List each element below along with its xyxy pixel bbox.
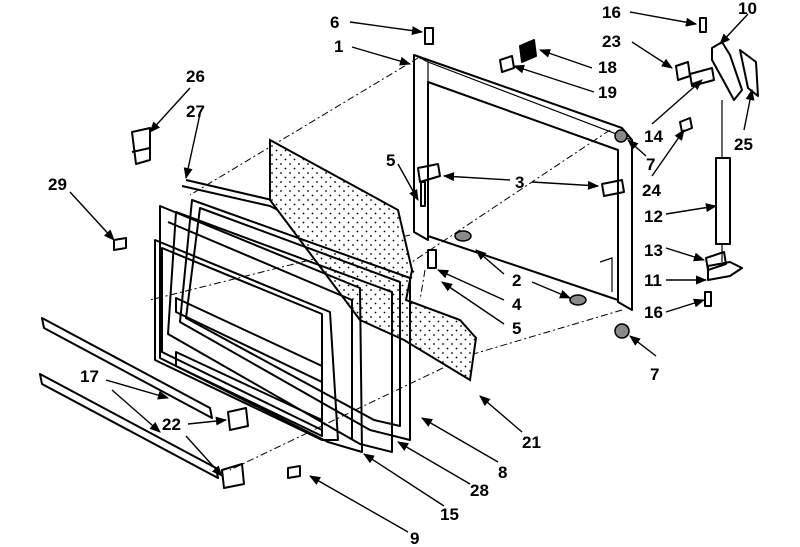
callout-11: 11 — [644, 271, 662, 290]
leader-lines — [69, 11, 755, 533]
callout-2: 2 — [512, 271, 521, 290]
callout-29: 29 — [48, 175, 67, 194]
callout-23: 23 — [602, 32, 621, 51]
callout-labels: 6 1 16 10 23 18 19 26 27 14 25 7 24 5 3 … — [48, 0, 757, 547]
callout-16-bottom: 16 — [644, 303, 663, 322]
callout-21: 21 — [522, 433, 541, 452]
callout-5-bottom: 5 — [512, 319, 521, 338]
door-frame — [413, 27, 633, 339]
callout-9: 9 — [410, 529, 419, 547]
callout-12: 12 — [644, 207, 663, 226]
callout-8: 8 — [498, 463, 507, 482]
hinge-assembly — [675, 17, 759, 307]
callout-7-bottom: 7 — [650, 365, 659, 384]
callout-4: 4 — [512, 295, 522, 314]
outer-door — [159, 205, 363, 453]
callout-19: 19 — [598, 83, 617, 102]
callout-1: 1 — [334, 37, 343, 56]
callout-3: 3 — [515, 173, 524, 192]
callout-7-top: 7 — [646, 155, 655, 174]
callout-10: 10 — [738, 0, 757, 18]
callout-5-top: 5 — [386, 151, 395, 170]
callout-25: 25 — [734, 135, 753, 154]
door-shelf-trims — [39, 317, 301, 489]
inner-door-liner — [154, 239, 339, 441]
label-decals — [499, 39, 537, 73]
callout-18: 18 — [598, 58, 617, 77]
callout-14: 14 — [644, 127, 663, 146]
door-liner-panel — [269, 138, 478, 382]
callout-17: 17 — [80, 367, 99, 386]
door-stop-bracket — [113, 127, 151, 251]
callout-27: 27 — [186, 102, 205, 121]
callout-28: 28 — [470, 481, 489, 500]
callout-26: 26 — [186, 67, 205, 86]
callout-6: 6 — [330, 13, 339, 32]
callout-24: 24 — [642, 181, 661, 200]
callout-13: 13 — [644, 241, 663, 260]
construction-lines — [149, 57, 623, 471]
callout-22: 22 — [162, 415, 181, 434]
callout-15: 15 — [440, 505, 459, 524]
callout-16-top: 16 — [602, 3, 621, 22]
